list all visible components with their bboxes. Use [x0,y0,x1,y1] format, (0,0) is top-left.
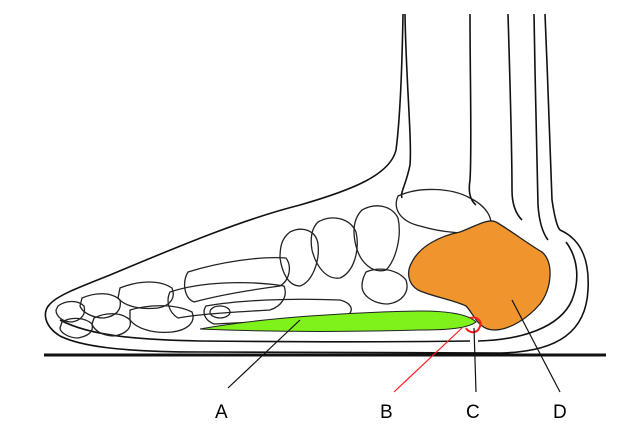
plantar-fascia-region [199,310,477,332]
leader-line-c [473,327,477,393]
fascia-origin-marker [465,316,482,334]
leader-line-b [393,327,463,393]
label-d: D [553,402,567,423]
heel-pad-region [407,220,551,331]
label-a: A [215,402,228,423]
leader-line-d [511,299,561,393]
label-b: B [380,402,393,423]
label-c: C [466,402,480,423]
leader-line-a [227,319,301,389]
